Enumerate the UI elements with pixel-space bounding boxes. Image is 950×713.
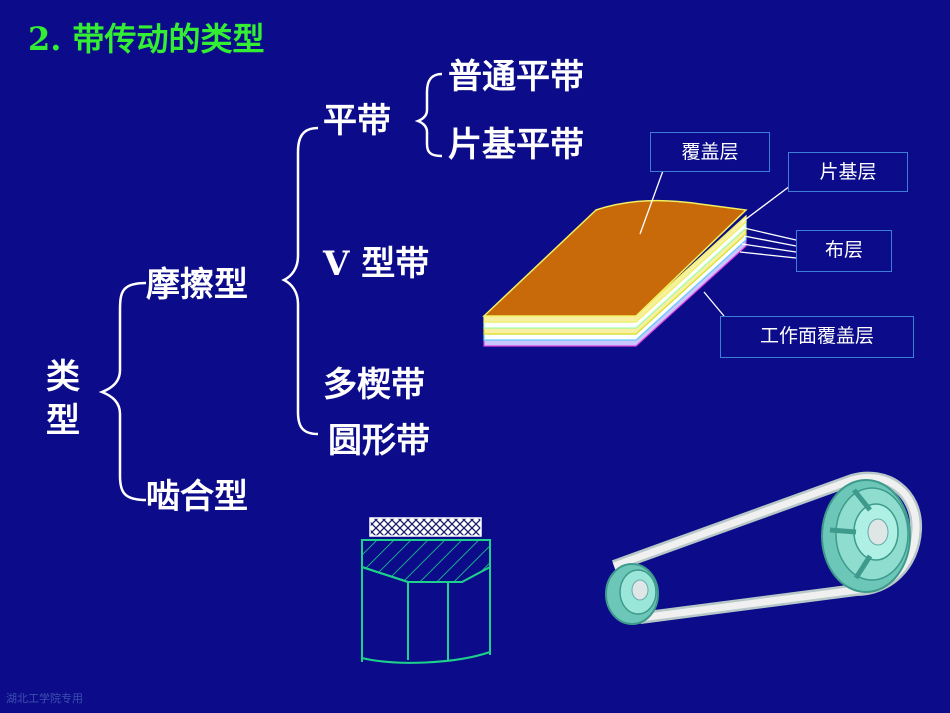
slide-heading: 2. 带传动的类型 (28, 20, 265, 58)
flat-belt-label: 平带 (323, 101, 391, 141)
root-label-bottom: 型 (46, 401, 80, 441)
callout-cloth-layer: 布层 (796, 230, 892, 272)
callout-working-face-cover: 工作面覆盖层 (720, 316, 914, 358)
callout-cover-layer: 覆盖层 (650, 132, 770, 172)
meshing-type-label: 啮合型 (146, 477, 248, 517)
meshing-belt-figure (361, 517, 491, 664)
callout-sheet-base-layer: 片基层 (788, 152, 908, 192)
friction-brace (281, 126, 319, 436)
belt-drive-figure (605, 471, 923, 625)
footer-text: 湖北工学院专用 (6, 692, 83, 705)
root-label-top: 类 (46, 357, 80, 397)
flat-belt-layers-figure (482, 167, 797, 347)
round-belt-label: 圆形带 (328, 421, 430, 461)
v-belt-label: V 型带 (323, 244, 430, 284)
friction-type-label: 摩擦型 (146, 265, 248, 305)
sheet-base-flat-belt-label: 片基平带 (448, 125, 584, 165)
flat-belt-brace (414, 72, 443, 158)
plain-flat-belt-label: 普通平带 (448, 57, 584, 97)
root-brace (98, 281, 147, 502)
ribbed-belt-label: 多楔带 (323, 365, 425, 405)
